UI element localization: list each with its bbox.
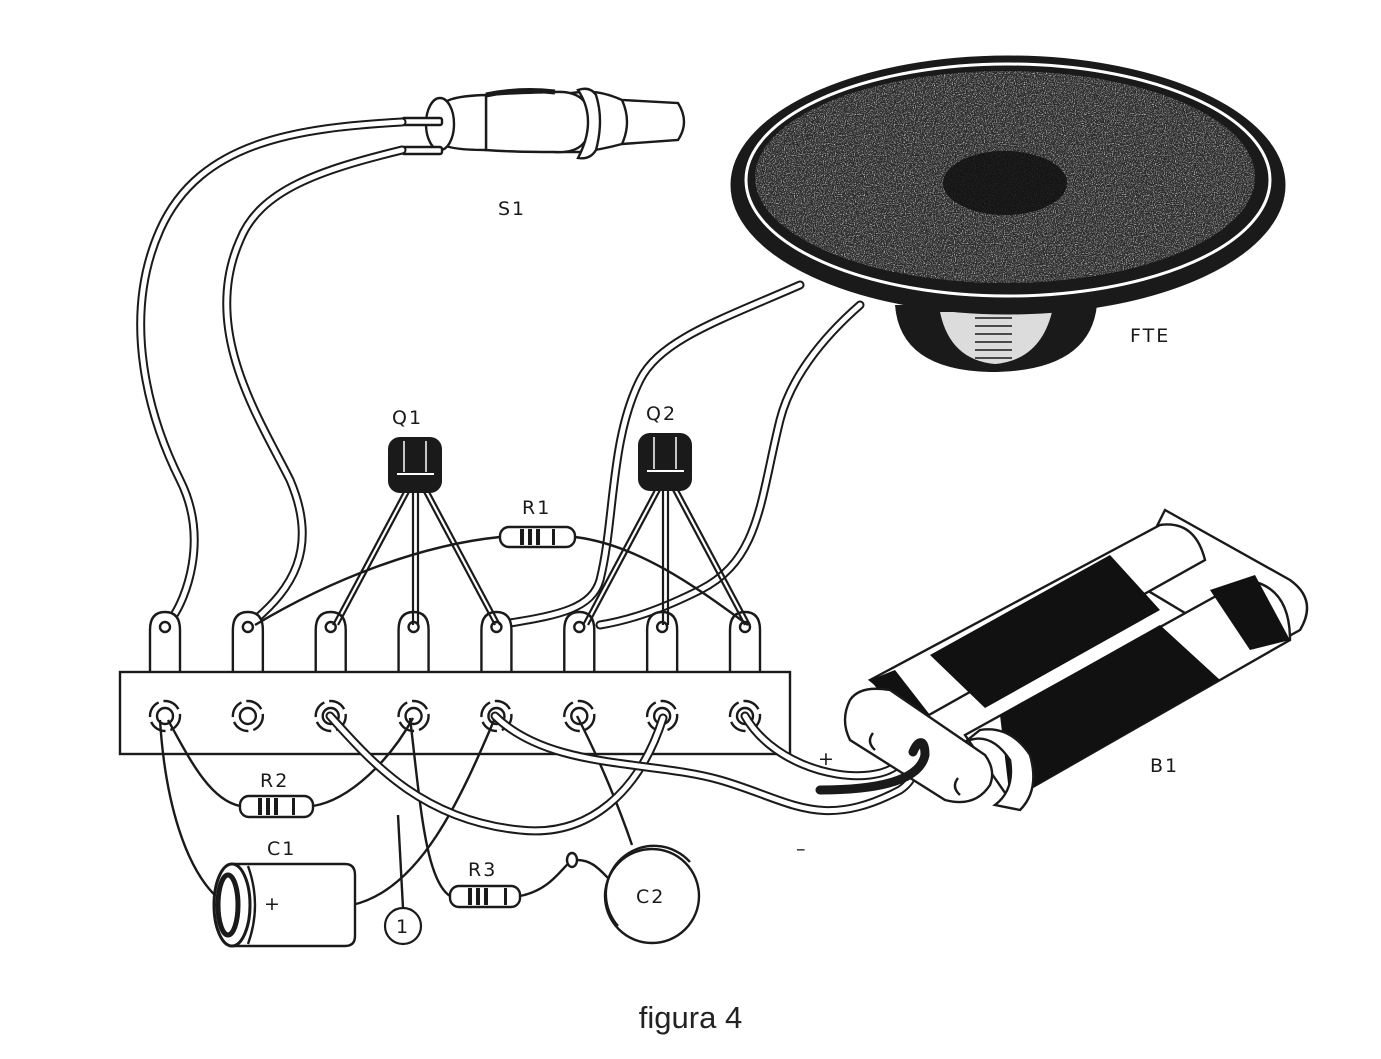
figure-caption: figura 4 bbox=[638, 1000, 743, 1035]
battery-holder-b1 bbox=[843, 508, 1309, 812]
label-c1: C1 bbox=[267, 838, 296, 860]
label-r3: R3 bbox=[468, 859, 497, 881]
terminal-lug bbox=[314, 610, 347, 672]
transistor-q1 bbox=[332, 437, 501, 626]
label-c2: C2 bbox=[636, 886, 665, 908]
resistor-r1 bbox=[254, 525, 749, 627]
label-battery-plus: + bbox=[818, 748, 836, 770]
label-q1: Q1 bbox=[392, 407, 423, 429]
terminal-hole bbox=[231, 699, 265, 733]
speaker-wires bbox=[505, 280, 865, 630]
terminal-lug bbox=[728, 610, 762, 672]
switch-wires bbox=[136, 117, 407, 625]
terminal-strip bbox=[118, 610, 792, 756]
capacitor-c2 bbox=[575, 715, 701, 945]
label-s1: S1 bbox=[498, 198, 526, 220]
capacitor-c1 bbox=[158, 717, 497, 948]
terminal-lug-eye bbox=[241, 620, 255, 634]
terminal-hole bbox=[563, 699, 596, 733]
terminal-lug bbox=[231, 610, 265, 672]
switch-s1 bbox=[400, 87, 686, 160]
label-fte: FTE bbox=[1130, 325, 1170, 347]
resistor-r2 bbox=[166, 717, 415, 819]
label-r2: R2 bbox=[260, 770, 289, 792]
label-b1: B1 bbox=[1150, 755, 1179, 777]
transistor-q2 bbox=[582, 433, 751, 626]
battery-leads bbox=[815, 738, 930, 795]
terminal-lug-eye bbox=[158, 620, 172, 634]
speaker-fte bbox=[730, 55, 1286, 372]
resistor-r3 bbox=[408, 717, 609, 909]
label-battery-minus: – bbox=[796, 838, 808, 860]
label-r1: R1 bbox=[522, 497, 551, 519]
label-q2: Q2 bbox=[646, 403, 677, 425]
terminal-lug bbox=[563, 610, 596, 672]
terminal-lug-eye bbox=[573, 620, 586, 634]
label-callout-1: 1 bbox=[396, 916, 410, 938]
label-c1-plus: + bbox=[264, 893, 282, 915]
strip-bottom-wires bbox=[325, 711, 920, 836]
terminal-lug bbox=[480, 610, 513, 672]
terminal-lug bbox=[148, 610, 182, 672]
labels: S1 FTE Q1 Q2 R1 R2 C1 + R3 C2 B1 + – 1 bbox=[260, 198, 1179, 946]
